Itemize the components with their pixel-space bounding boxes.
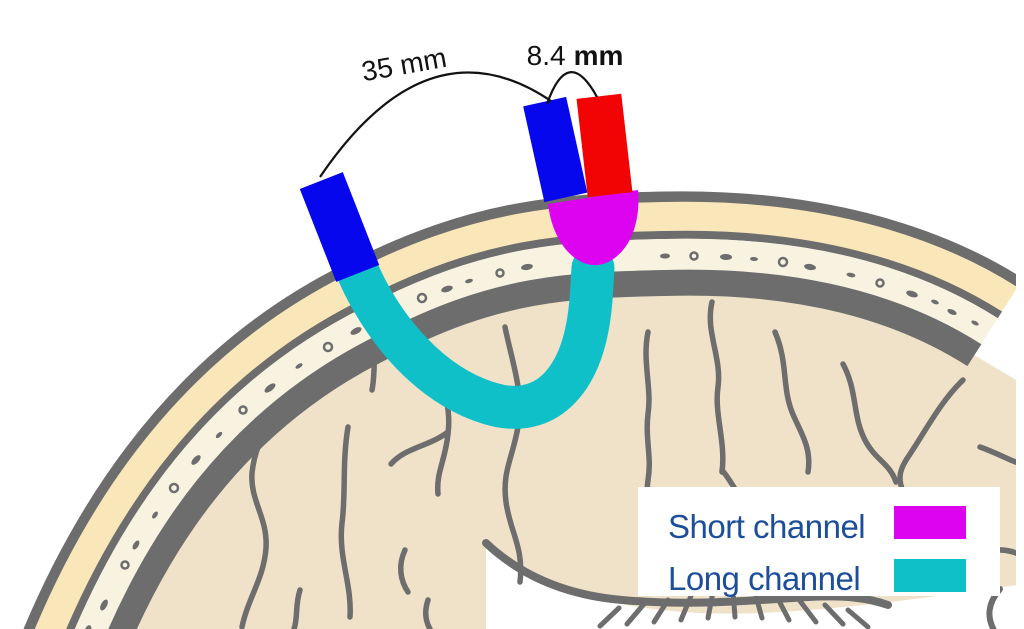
head-cross-section (23, 191, 1024, 629)
short-channel-path (548, 190, 639, 266)
short-separation-label: 8.4 mm (527, 40, 624, 71)
short-separation-unit: mm (574, 40, 624, 71)
short-separation-arc (545, 71, 598, 105)
long-separation-label: 35 mm (359, 42, 449, 87)
legend-item-long-channel: Long channel (668, 559, 966, 597)
long-channel-path (330, 236, 615, 429)
skull-outer-line (66, 230, 1003, 629)
short-separation-value: 8.4 (527, 40, 566, 71)
legend: Short channel Long channel (638, 487, 1000, 597)
legend-item-short-channel: Short channel (668, 506, 966, 545)
legend-swatch-short-channel (894, 506, 966, 539)
legend-label-short-channel: Short channel (668, 508, 865, 545)
scalp-layer (34, 201, 1018, 629)
legend-swatch-long-channel (894, 559, 966, 592)
long-separation-arc (319, 71, 552, 178)
detector-optode-right (523, 96, 588, 203)
callosum-fan (597, 588, 871, 629)
dura-layer (108, 269, 982, 629)
right-margin (1016, 0, 1024, 629)
source-optode (576, 93, 633, 198)
scalp-outline (23, 191, 1023, 629)
detector-optode-left (299, 172, 380, 282)
legend-label-long-channel: Long channel (668, 560, 860, 597)
